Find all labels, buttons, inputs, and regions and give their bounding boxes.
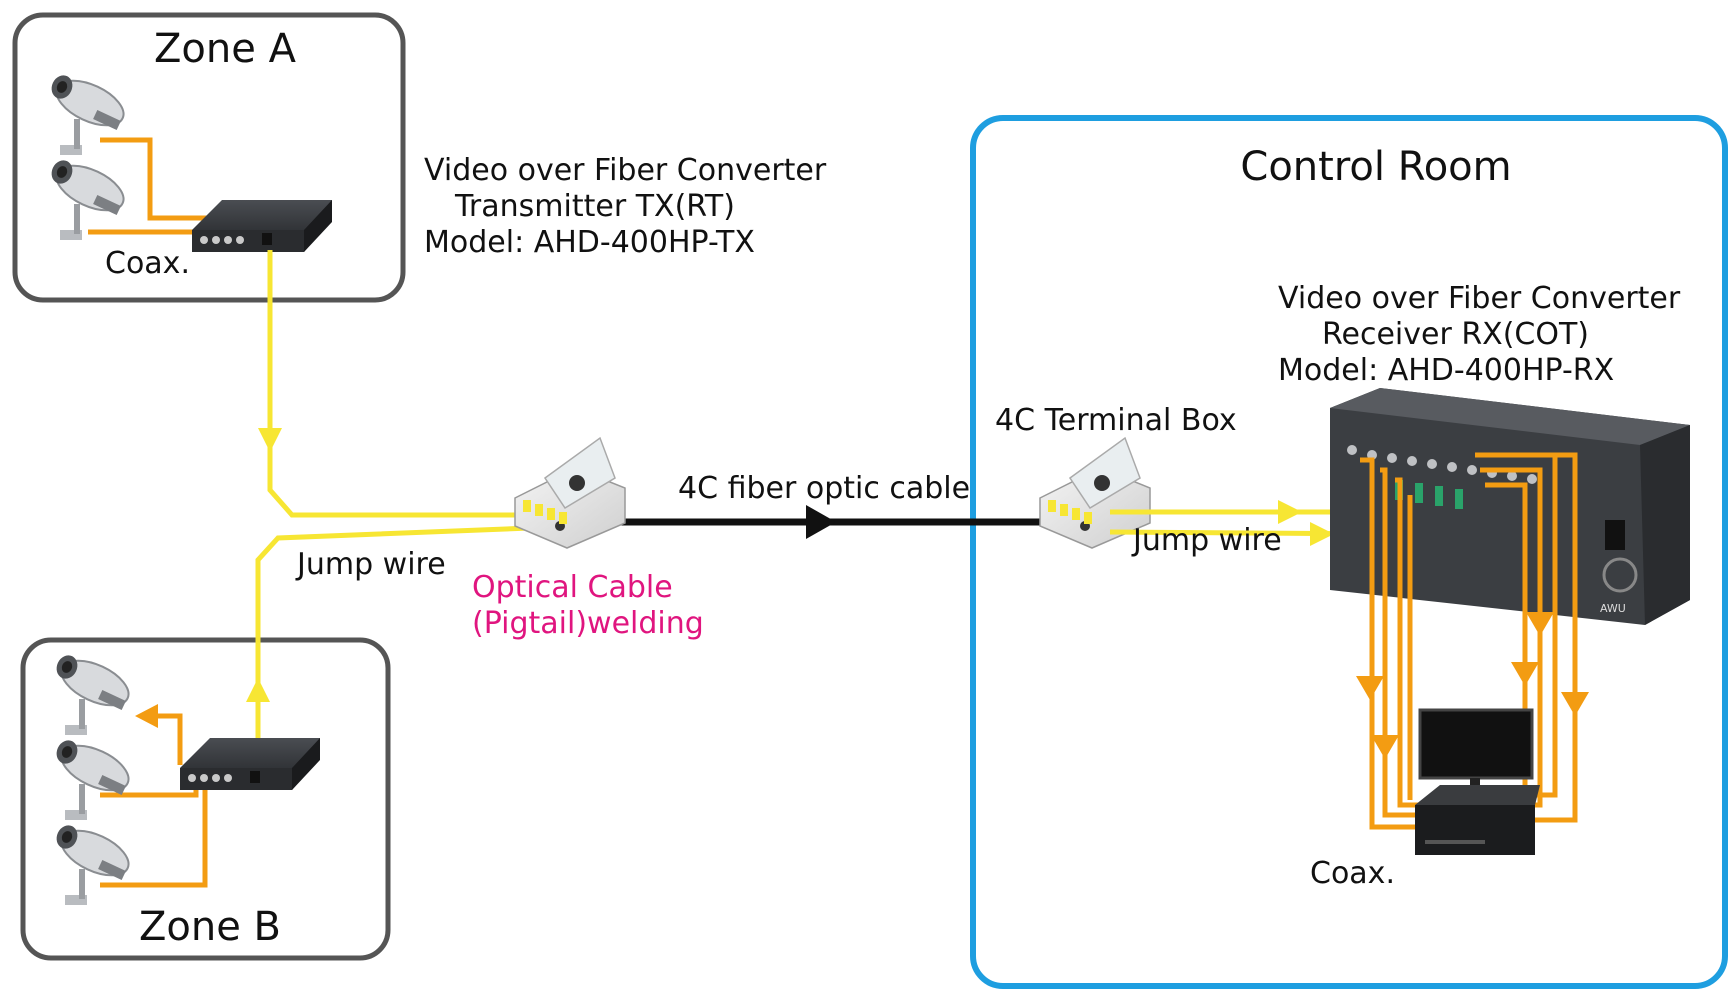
transmitter-model: Model: AHD-400HP-TX — [424, 225, 755, 260]
transmitter-title-line1: Video over Fiber Converter — [424, 153, 827, 188]
optical-cable-label-line2: (Pigtail)welding — [472, 606, 704, 641]
receiver-title-line2: Receiver RX(COT) — [1322, 317, 1589, 352]
transmitter-title-line2: Transmitter TX(RT) — [454, 189, 735, 224]
arrow-down-icon — [1511, 662, 1539, 686]
transmitter-device-icon — [192, 200, 332, 252]
arrow-down-icon — [1526, 612, 1554, 636]
jump-wire-b — [255, 525, 531, 790]
camera-icon — [51, 735, 137, 821]
zone-b-frame — [20, 637, 391, 961]
terminal-box-label: 4C Terminal Box — [995, 403, 1237, 438]
arrow-down-icon — [1356, 676, 1384, 700]
zone-a-coax — [88, 137, 210, 235]
control-room-frame — [970, 115, 1728, 989]
zone-b-title: Zone B — [139, 904, 281, 950]
arrow-up-icon — [246, 678, 270, 702]
fiber-cable-label: 4C fiber optic cable — [678, 471, 970, 506]
terminal-box-left-icon — [514, 437, 626, 549]
arrow-right-icon — [1278, 500, 1302, 524]
jump-wire-label-left: Jump wire — [295, 547, 446, 582]
jump-wire-a — [267, 250, 530, 518]
arrow-down-icon — [1561, 692, 1589, 716]
control-room-title: Control Room — [1240, 144, 1511, 190]
receiver-model: Model: AHD-400HP-RX — [1278, 353, 1614, 388]
jump-wire-label-right: Jump wire — [1131, 523, 1282, 558]
arrow-down-icon — [258, 428, 282, 452]
monitor-icon — [1418, 708, 1534, 794]
optical-cable-label-line1: Optical Cable — [472, 570, 673, 605]
coax-label-zone-a: Coax. — [105, 246, 190, 281]
receiver-rack-icon: AWU — [1330, 388, 1690, 625]
receiver-title-line1: Video over Fiber Converter — [1278, 281, 1681, 316]
rack-brand: AWU — [1600, 602, 1626, 615]
camera-icon — [51, 820, 137, 906]
arrow-down-icon — [1371, 735, 1399, 759]
zone-a-title: Zone A — [154, 26, 297, 72]
coax-label-room: Coax. — [1310, 856, 1395, 891]
transmitter-device-icon — [180, 738, 320, 790]
zone-a-frame — [12, 12, 406, 303]
camera-icon — [46, 155, 132, 241]
arrow-right-icon — [1310, 522, 1334, 546]
arrow-right-icon — [806, 505, 836, 539]
arrow-left-icon — [135, 704, 158, 728]
camera-icon — [51, 650, 137, 736]
dvr-recorder-icon — [1415, 785, 1540, 855]
